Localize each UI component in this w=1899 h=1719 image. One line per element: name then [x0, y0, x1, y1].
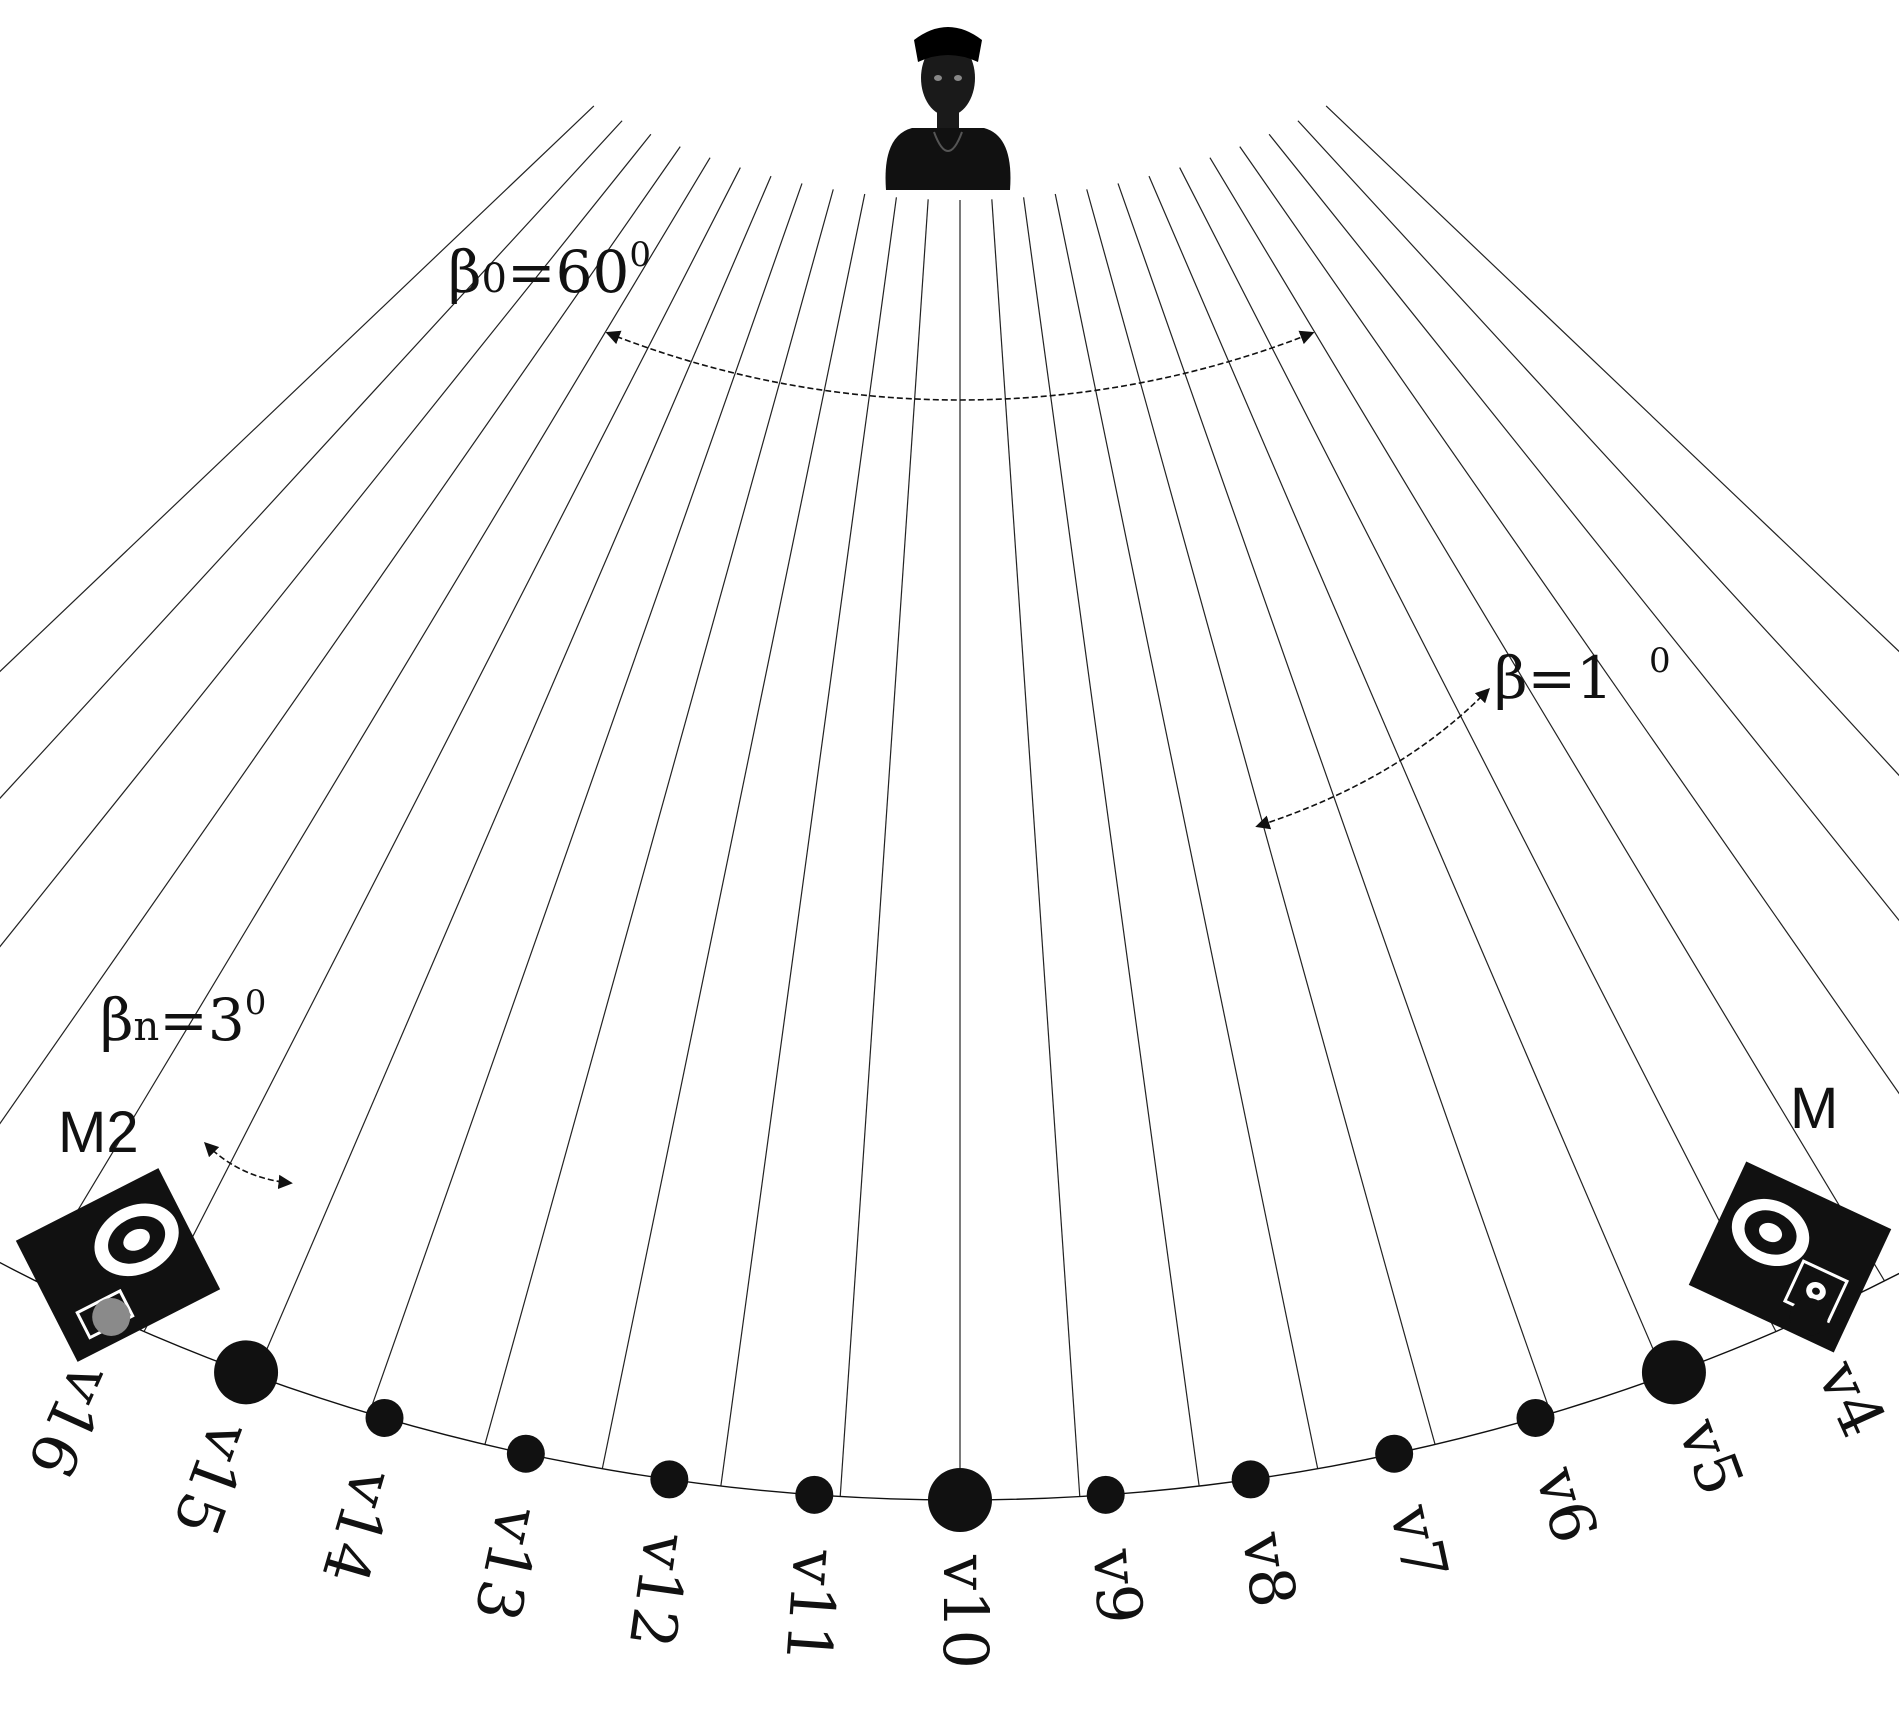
- source-dot-v15: [214, 1340, 279, 1405]
- source-dot-v16: [92, 1297, 131, 1336]
- source-dot-v7: [1375, 1434, 1414, 1473]
- ray-line: [839, 199, 929, 1497]
- source-dot-v12: [650, 1460, 689, 1499]
- ray-line: [34, 157, 711, 1282]
- speaker-label-m: M: [1790, 1076, 1838, 1141]
- source-label-v8: v8: [1227, 1527, 1310, 1612]
- source-label-v11: v11: [771, 1547, 852, 1667]
- source-label-v10: v10: [929, 1554, 1002, 1669]
- source-dot-v10: [928, 1468, 992, 1532]
- betan-angle-arc: [203, 1141, 293, 1190]
- ray-line: [1268, 133, 1899, 922]
- ray-line: [1023, 197, 1200, 1487]
- ray-line: [0, 146, 681, 1125]
- source-dot-v6: [1516, 1398, 1555, 1437]
- source-label-v5: v5: [1663, 1408, 1758, 1504]
- ray-line: [1086, 189, 1436, 1445]
- beta0-label: β0=600: [448, 235, 651, 306]
- source-label-v12: v12: [615, 1528, 703, 1652]
- source-label-v13: v13: [460, 1500, 556, 1628]
- beta-angle-arc: [1255, 687, 1491, 830]
- ray-line: [720, 197, 897, 1487]
- ray-line: [1179, 167, 1777, 1332]
- source-label-v15: v15: [158, 1412, 266, 1545]
- ray-line: [1054, 193, 1319, 1469]
- source-dot-v9: [1086, 1475, 1125, 1514]
- source-dot-v5: [1641, 1340, 1706, 1405]
- ray-line: [0, 105, 595, 673]
- source-dot-v4: [1789, 1297, 1828, 1336]
- source-points: v1v2v3v4v5v6v7v8v9v10v11v12v13v14v15v16v…: [13, 1297, 1899, 1669]
- ray-line: [368, 183, 803, 1414]
- ray-line: [991, 199, 1081, 1497]
- ray-line: [0, 120, 623, 800]
- source-label-v14: v14: [307, 1461, 409, 1592]
- source-label-v6: v6: [1521, 1458, 1612, 1551]
- ray-line: [1325, 105, 1899, 653]
- ray-line: [1148, 175, 1666, 1377]
- ray-line: [484, 189, 834, 1445]
- speaker-icon: [1688, 1161, 1892, 1353]
- source-label-v7: v7: [1375, 1498, 1462, 1587]
- beta0-angle-arc: [605, 330, 1315, 401]
- source-dot-v11: [795, 1475, 834, 1514]
- listener-bust-icon: [885, 27, 1011, 190]
- betan-label: βn=30: [100, 983, 266, 1054]
- ray-line: [1239, 146, 1899, 1095]
- ray-line: [601, 193, 866, 1469]
- ray-line: [1297, 120, 1899, 777]
- source-dot-v14: [365, 1398, 404, 1437]
- speaker-label-m2: M2: [58, 1100, 139, 1165]
- speaker-icon: [15, 1168, 221, 1362]
- source-label-v9: v9: [1078, 1546, 1156, 1626]
- source-dot-v13: [506, 1434, 545, 1473]
- ray-line: [1117, 183, 1552, 1414]
- source-label-v4: v4: [1803, 1349, 1899, 1448]
- ray-line: [0, 133, 652, 948]
- ray-fan: [0, 105, 1899, 1500]
- ray-line: [254, 175, 772, 1377]
- ray-line: [1209, 157, 1886, 1282]
- ray-line: [143, 167, 741, 1332]
- source-label-v16: v16: [13, 1353, 127, 1488]
- source-dot-v8: [1231, 1460, 1270, 1499]
